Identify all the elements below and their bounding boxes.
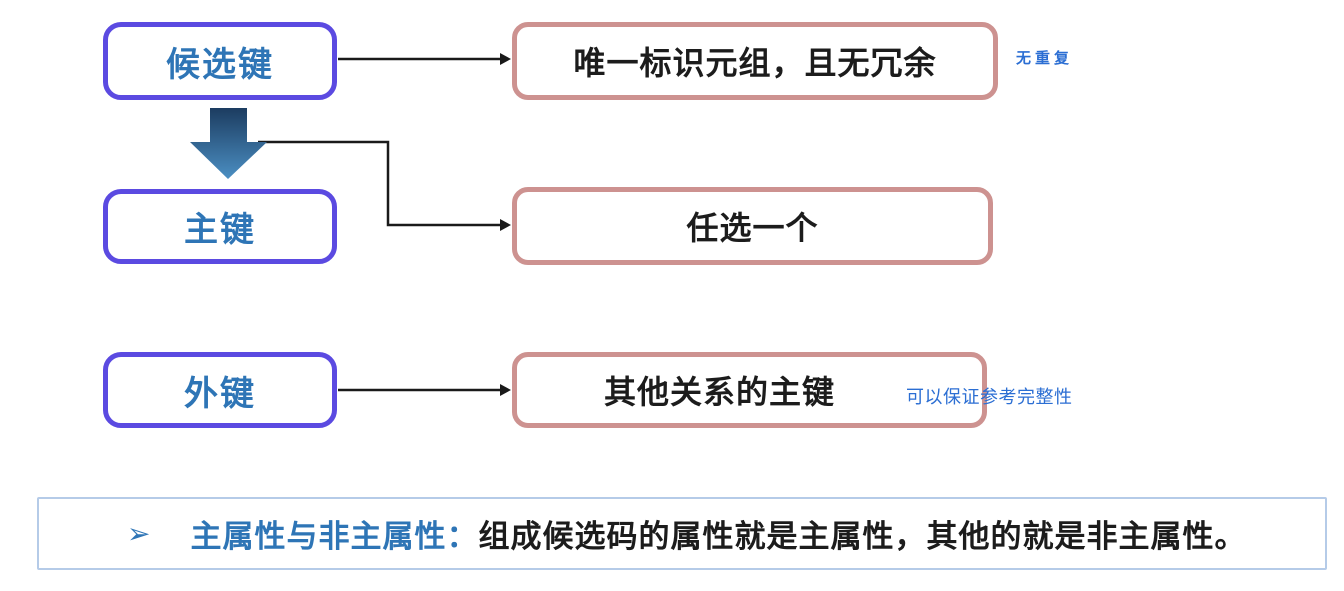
key-box-candidate: 候选键	[103, 22, 337, 100]
key-box-candidate-label: 候选键	[166, 45, 274, 84]
key-box-primary: 主键	[103, 189, 337, 264]
banner-body-text: 组成候选码的属性就是主属性，其他的就是非主属性。	[478, 519, 1247, 554]
big-down-arrow-icon	[190, 108, 267, 179]
arrow-foreign-to-desc	[338, 384, 511, 396]
definition-banner: ➢ 主属性与非主属性： 组成候选码的属性就是主属性，其他的就是非主属性。	[37, 497, 1327, 570]
annotation-no-duplicate: 无重复	[1016, 50, 1074, 67]
desc-box-foreign: 其他关系的主键	[512, 352, 987, 428]
key-box-foreign: 外键	[103, 352, 337, 428]
desc-box-foreign-label: 其他关系的主键	[603, 374, 835, 410]
desc-box-primary: 任选一个	[512, 187, 993, 265]
annotation-referential-integrity: 可以保证参考完整性	[906, 387, 1073, 407]
desc-box-primary-label: 任选一个	[686, 210, 819, 246]
arrow-candidate-to-desc	[338, 53, 511, 65]
key-box-foreign-label: 外键	[184, 374, 256, 413]
desc-box-candidate-label: 唯一标识元组，且无冗余	[573, 45, 937, 81]
banner-lead-text: 主属性与非主属性：	[190, 519, 479, 554]
desc-box-candidate: 唯一标识元组，且无冗余	[512, 22, 998, 100]
arrow-bullet-icon: ➢	[127, 517, 151, 549]
key-box-primary-label: 主键	[184, 211, 256, 249]
